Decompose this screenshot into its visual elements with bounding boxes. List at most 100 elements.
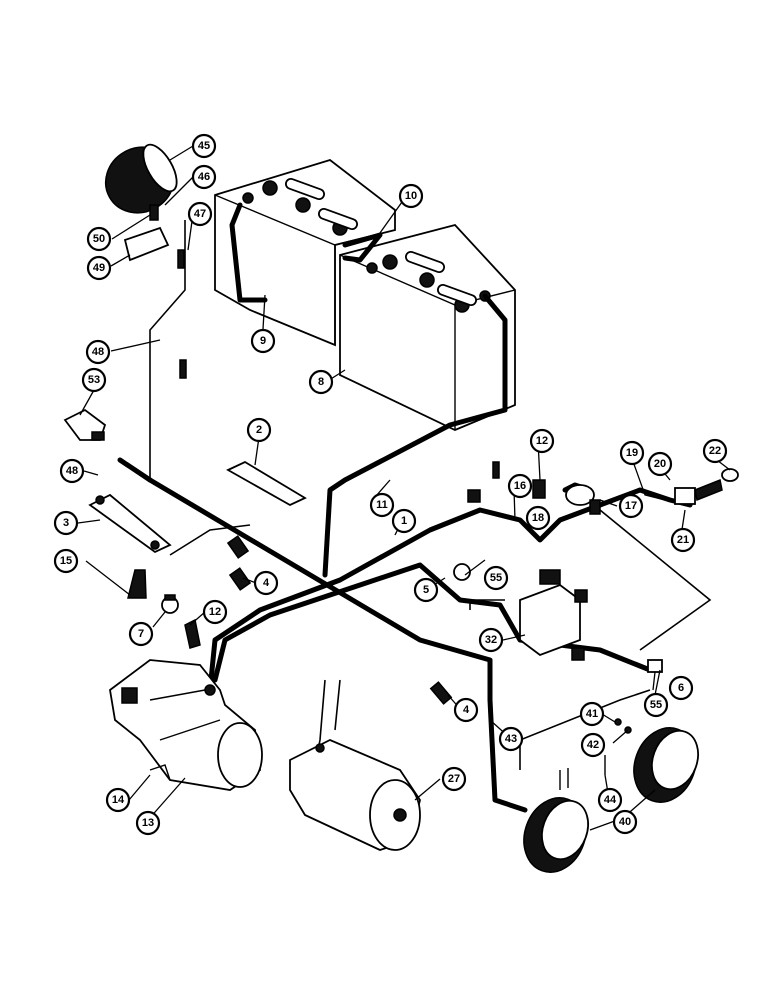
svg-text:5: 5 [423, 584, 429, 596]
callout-47: 47 [187, 201, 213, 227]
callout-49: 49 [86, 255, 112, 281]
rear-lamp-left [523, 797, 589, 873]
callout-42: 42 [580, 732, 606, 758]
callout-20: 20 [647, 451, 673, 477]
callout-12-lower: 12 [202, 599, 228, 625]
svg-text:6: 6 [678, 682, 684, 694]
callout-3: 3 [53, 510, 79, 536]
svg-text:13: 13 [142, 817, 154, 829]
svg-text:20: 20 [654, 458, 666, 470]
callout-8: 8 [308, 369, 334, 395]
svg-text:12: 12 [209, 606, 221, 618]
callout-10: 10 [398, 183, 424, 209]
generator [289, 739, 421, 851]
svg-text:53: 53 [88, 374, 100, 386]
bolt-14 [149, 764, 171, 781]
svg-text:1: 1 [401, 515, 407, 527]
clip-4-lower [429, 681, 453, 705]
callout-14: 14 [105, 787, 131, 813]
svg-text:15: 15 [60, 555, 72, 567]
wiring-harness [117, 202, 712, 813]
connector-cluster [467, 461, 500, 503]
callout-11: 11 [369, 492, 395, 518]
callout-7: 7 [128, 621, 154, 647]
svg-text:55: 55 [490, 572, 502, 584]
callout-4-upper: 4 [253, 570, 279, 596]
svg-text:40: 40 [619, 816, 631, 828]
callout-19: 19 [619, 440, 645, 466]
svg-text:14: 14 [112, 794, 125, 806]
svg-text:21: 21 [677, 534, 689, 546]
callout-41: 41 [579, 701, 605, 727]
regulator-32 [519, 569, 588, 661]
callout-48-lower: 48 [59, 458, 85, 484]
svg-text:2: 2 [256, 424, 262, 436]
callout-12-upper: 12 [529, 428, 555, 454]
svg-text:45: 45 [198, 140, 210, 152]
callout-43: 43 [498, 726, 524, 752]
callout-13: 13 [135, 810, 161, 836]
sender-7 [161, 594, 179, 614]
callout-22: 22 [702, 438, 728, 464]
callout-5: 5 [413, 577, 439, 603]
svg-text:12: 12 [536, 435, 548, 447]
lamp-contacts [559, 718, 632, 790]
svg-text:10: 10 [405, 190, 417, 202]
ring-22 [721, 468, 739, 482]
svg-text:48: 48 [92, 346, 104, 358]
callout-21: 21 [670, 527, 696, 553]
svg-text:3: 3 [63, 517, 69, 529]
callout-48-upper: 48 [85, 339, 111, 365]
svg-text:50: 50 [93, 233, 105, 245]
callout-1: 1 [391, 508, 417, 534]
callout-4-lower: 4 [453, 697, 479, 723]
svg-text:4: 4 [263, 577, 270, 589]
svg-text:49: 49 [93, 262, 105, 274]
svg-text:8: 8 [318, 376, 324, 388]
head-lamp [104, 143, 187, 379]
switch-53 [63, 408, 107, 441]
svg-text:16: 16 [514, 480, 526, 492]
callout-55-lower: 55 [643, 692, 669, 718]
svg-text:19: 19 [626, 447, 638, 459]
clip-4-upper [226, 535, 252, 591]
svg-text:43: 43 [505, 733, 517, 745]
svg-text:17: 17 [625, 500, 637, 512]
svg-text:32: 32 [485, 634, 497, 646]
callout-6: 6 [668, 675, 694, 701]
terminal-12-lower [184, 618, 201, 649]
terminal-12-upper [532, 479, 546, 499]
svg-text:46: 46 [198, 171, 210, 183]
starter-motor [109, 659, 263, 791]
svg-text:42: 42 [587, 739, 599, 751]
rear-lamp-right [633, 727, 699, 803]
switch-20 [674, 478, 723, 505]
svg-text:18: 18 [532, 512, 544, 524]
callout-45: 45 [191, 133, 217, 159]
callout-27: 27 [441, 766, 467, 792]
fuse-15 [127, 569, 147, 599]
svg-text:48: 48 [66, 465, 78, 477]
callout-2: 2 [246, 417, 272, 443]
ammeter-17 [565, 484, 601, 515]
callout-50: 50 [86, 226, 112, 252]
bracket-2 [226, 460, 307, 507]
callout-17: 17 [618, 493, 644, 519]
callout-53: 53 [81, 367, 107, 393]
callout-44: 44 [597, 787, 623, 813]
svg-text:11: 11 [376, 499, 388, 511]
callout-15: 15 [53, 548, 79, 574]
svg-text:22: 22 [709, 445, 721, 457]
switch-5 [453, 563, 471, 581]
callout-16: 16 [507, 473, 533, 499]
bracket-3 [88, 493, 172, 554]
svg-text:7: 7 [138, 628, 144, 640]
callout-18: 18 [525, 505, 551, 531]
svg-text:27: 27 [448, 773, 460, 785]
battery-right [339, 223, 516, 431]
callout-46: 46 [191, 164, 217, 190]
callout-55-upper: 55 [483, 565, 509, 591]
svg-text:55: 55 [650, 699, 662, 711]
svg-text:44: 44 [604, 794, 617, 806]
